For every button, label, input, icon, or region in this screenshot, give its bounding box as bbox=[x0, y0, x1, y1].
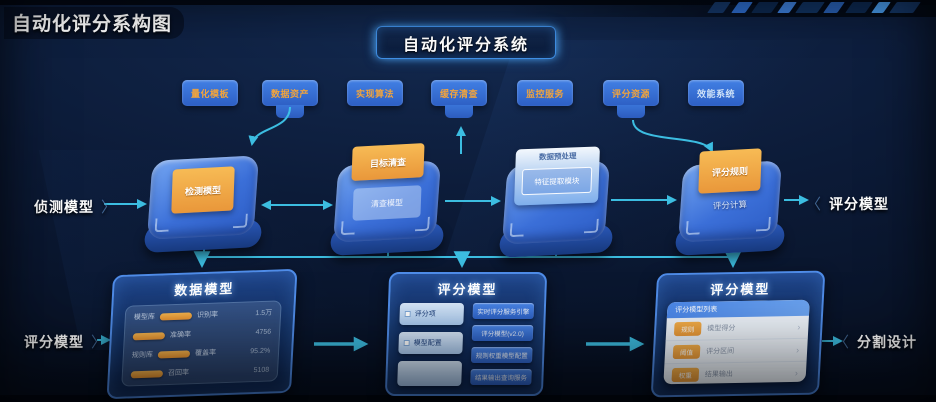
orange-bar bbox=[132, 331, 166, 340]
slash-shape bbox=[795, 2, 825, 13]
label-text: 侦测模型 bbox=[34, 198, 94, 215]
score-model-panel: 评分模型 评分项 模型配置 实时评分服务引擎 评分模型(v2.0) 规则权重模型… bbox=[384, 272, 548, 396]
orange-bar bbox=[157, 349, 191, 358]
panel-button: 评分模型(v2.0) bbox=[471, 325, 534, 341]
orange-bar bbox=[159, 311, 193, 321]
page-title: 自动化评分系构图 bbox=[4, 7, 185, 39]
module-node-3: 实现算法 bbox=[347, 80, 403, 106]
orange-badge: 权重 bbox=[671, 367, 700, 383]
module-node-4: 缓存清查 bbox=[431, 80, 487, 106]
table-row: 权重 结果输出 › bbox=[663, 361, 807, 385]
platform-tag: 评分规则 bbox=[698, 148, 762, 194]
chevron-right-icon: › bbox=[795, 344, 800, 355]
table-row: 召回率 5108 bbox=[130, 365, 270, 380]
platform-inspect-model: 目标清查 清查模型 bbox=[329, 143, 445, 256]
top-dark-band bbox=[0, 0, 936, 5]
label-text: 分割设计 bbox=[857, 333, 918, 350]
list-item: 评分项 bbox=[399, 303, 465, 325]
slash-shape bbox=[731, 2, 753, 13]
list-item: 模型配置 bbox=[398, 331, 464, 354]
bottom-dark-band bbox=[0, 395, 936, 402]
bullet-square-icon bbox=[404, 310, 411, 317]
module-node-1: 量化模板 bbox=[182, 80, 238, 106]
panel-columns: 评分项 模型配置 实时评分服务引擎 评分模型(v2.0) 规则权重模型配置 结果… bbox=[397, 303, 535, 387]
panel-title: 数据模型 bbox=[173, 280, 235, 299]
label-text: 评分模型 bbox=[24, 333, 84, 350]
row-text: 评分区间 bbox=[705, 348, 735, 356]
label-score-model-right: 〈 评分模型 bbox=[806, 193, 889, 214]
slash-shape bbox=[845, 2, 873, 13]
row-label: 规则库 bbox=[131, 351, 154, 360]
button-column: 实时评分服务引擎 评分模型(v2.0) 规则权重模型配置 结果输出查询服务 bbox=[470, 303, 535, 386]
item-label: 模型配置 bbox=[413, 339, 442, 347]
row-desc: 覆盖率 bbox=[194, 349, 217, 358]
row-value: 5108 bbox=[253, 366, 270, 374]
panel-title: 评分模型 bbox=[437, 282, 498, 297]
slash-shape bbox=[751, 2, 779, 13]
item-label: 评分项 bbox=[414, 310, 436, 318]
orange-bar bbox=[130, 369, 164, 378]
chevron-left-decoration: 〈 bbox=[834, 334, 851, 351]
system-title-label: 自动化评分系统 bbox=[402, 36, 529, 54]
module-node-2: 数据资产 bbox=[262, 80, 318, 106]
module-node-7: 效能系统 bbox=[688, 80, 744, 106]
table-row: 规则库 覆盖率 95.2% bbox=[132, 346, 271, 361]
row-value: 95.2% bbox=[250, 347, 271, 355]
card-body: 特征提取模块 bbox=[521, 166, 593, 196]
slash-shape bbox=[707, 2, 731, 13]
bullet-square-icon bbox=[403, 339, 410, 346]
module-node-6: 评分资源 bbox=[603, 80, 659, 106]
panel-button: 规则权重模型配置 bbox=[470, 347, 533, 363]
table-row: 阈值 评分区间 › bbox=[664, 338, 808, 365]
chevron-right-decoration: 〉 bbox=[91, 334, 108, 351]
orange-badge: 阈值 bbox=[672, 344, 701, 360]
platform-card: 数据预处理 特征提取模块 bbox=[514, 146, 600, 206]
orange-badge: 规则 bbox=[673, 321, 702, 337]
item-column: 评分项 模型配置 bbox=[397, 303, 465, 387]
slash-shape bbox=[871, 2, 891, 13]
row-desc: 召回率 bbox=[167, 369, 190, 378]
data-table: 模型库 识别率 1.5万 准确率 4756 规则库 覆盖率 95.2% 召回率 … bbox=[121, 300, 282, 387]
chevron-right-icon: › bbox=[794, 367, 799, 378]
row-text: 模型得分 bbox=[707, 325, 736, 333]
corner-slash-decoration bbox=[707, 2, 926, 15]
slash-shape bbox=[889, 2, 921, 13]
chevron-right-icon: › bbox=[797, 321, 801, 332]
module-node-5: 监控服务 bbox=[517, 80, 573, 106]
row-value: 4756 bbox=[255, 328, 272, 336]
row-desc: 准确率 bbox=[169, 331, 192, 340]
row-label: 模型库 bbox=[133, 313, 156, 322]
table-row: 规则 模型得分 › bbox=[665, 315, 809, 342]
label-split-design: 〈 分割设计 bbox=[834, 331, 917, 352]
platform-tag: 目标清查 bbox=[351, 143, 425, 181]
data-model-panel: 数据模型 模型库 识别率 1.5万 准确率 4756 规则库 覆盖率 95.2% bbox=[106, 268, 298, 400]
platform-detect-model: 检测模型 bbox=[143, 155, 263, 254]
result-card: 评分模型列表 规则 模型得分 › 阈值 评分区间 › 权重 结果输出 › bbox=[663, 299, 810, 385]
platform-score-model: 评分规则 评分计算 bbox=[674, 148, 786, 256]
table-row: 准确率 4756 bbox=[132, 327, 272, 342]
row-value: 1.5万 bbox=[255, 309, 273, 318]
platform-card: 检测模型 bbox=[171, 166, 235, 214]
slash-shape bbox=[823, 2, 845, 13]
row-text: 结果输出 bbox=[704, 371, 734, 379]
label-detect-model: 侦测模型 〉 bbox=[34, 196, 117, 217]
list-item-empty bbox=[397, 360, 463, 387]
platform-inner-label: 清查模型 bbox=[352, 185, 422, 221]
result-model-panel: 评分模型 评分模型列表 规则 模型得分 › 阈值 评分区间 › 权重 结果输出 … bbox=[650, 270, 826, 398]
platform-preprocess-model: 数据预处理 特征提取模块 bbox=[498, 146, 614, 258]
slash-shape bbox=[777, 2, 797, 13]
system-title-box: 自动化评分系统 bbox=[376, 26, 556, 59]
table-row: 模型库 识别率 1.5万 bbox=[134, 308, 273, 323]
chevron-right-decoration: 〉 bbox=[101, 199, 118, 216]
card-header: 数据预处理 bbox=[538, 150, 577, 162]
panel-button: 实时评分服务引擎 bbox=[472, 303, 535, 319]
label-score-model-bottom-left: 评分模型 〉 bbox=[24, 331, 107, 352]
panel-button: 结果输出查询服务 bbox=[470, 369, 532, 385]
label-text: 评分模型 bbox=[829, 195, 890, 212]
row-desc: 识别率 bbox=[196, 311, 219, 320]
panel-title: 评分模型 bbox=[709, 281, 771, 298]
chevron-left-decoration: 〈 bbox=[806, 196, 823, 213]
